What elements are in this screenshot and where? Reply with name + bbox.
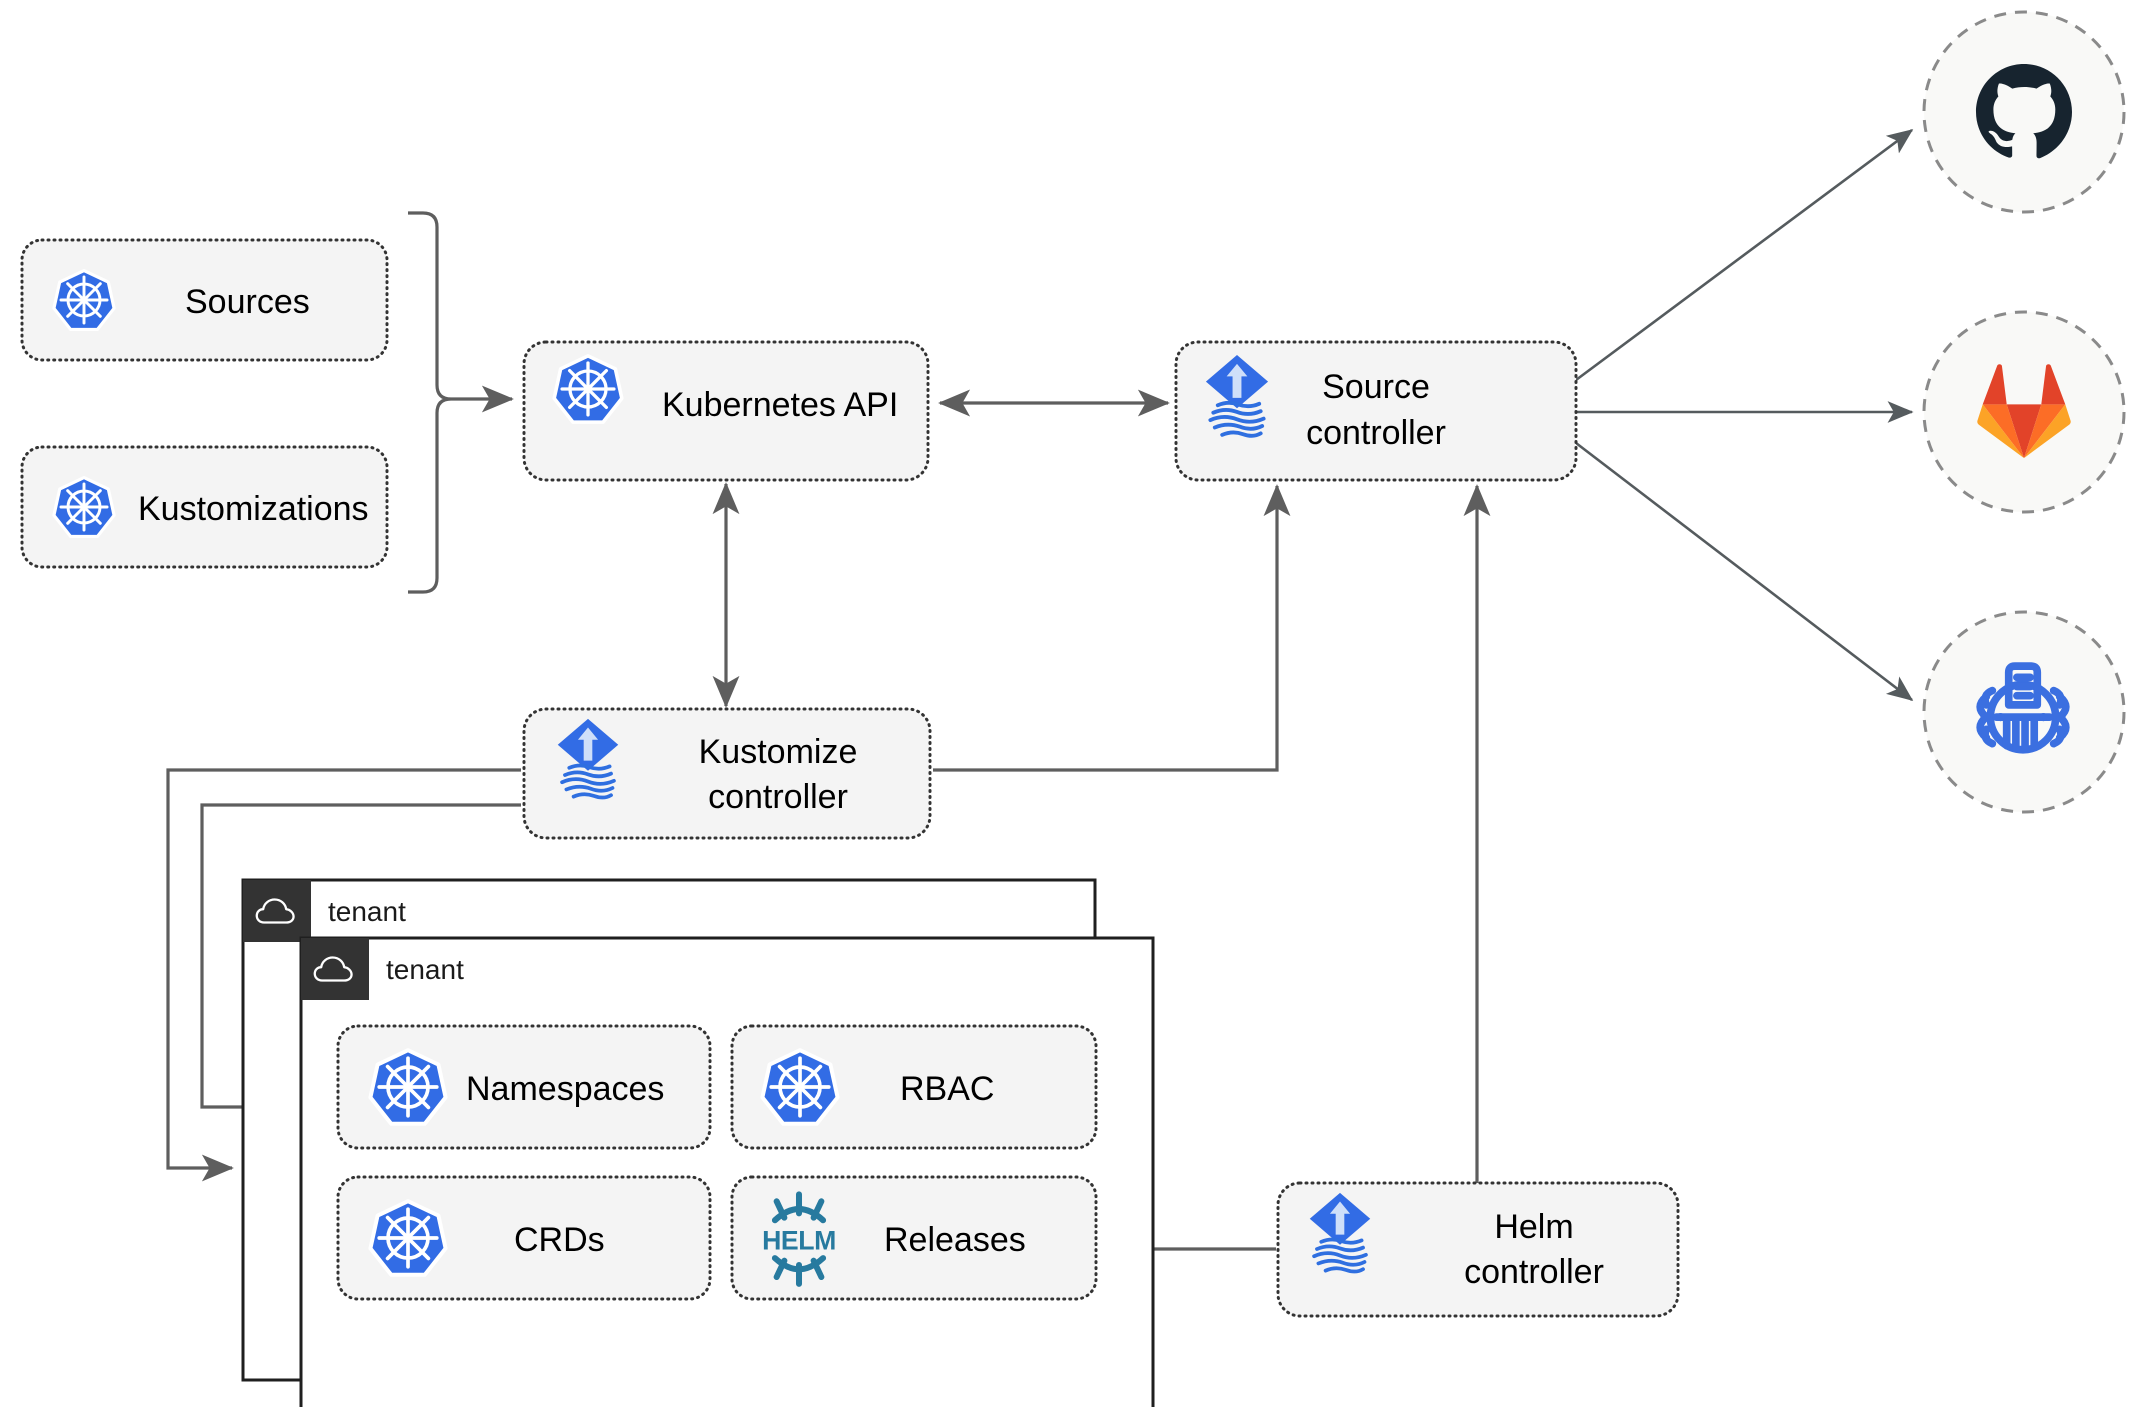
- rbac-label: RBAC: [900, 1070, 994, 1108]
- edge-source-controller-to-github: [1575, 128, 1914, 382]
- tenant-label-back: tenant: [328, 896, 406, 927]
- edge-kustomize-controller-to-tenant-back: [166, 768, 521, 1182]
- node-releases[interactable]: Releases: [730, 1175, 1098, 1301]
- tenant-label-front: tenant: [386, 954, 464, 985]
- kubernetes-api-label: Kubernetes API: [662, 386, 898, 424]
- node-kubernetes-api[interactable]: Kubernetes API: [522, 340, 930, 482]
- source-controller-label-line2: controller: [1306, 414, 1446, 452]
- node-sources[interactable]: Sources: [20, 238, 389, 362]
- resources-group-brace: [408, 211, 452, 594]
- tenant-container-front[interactable]: tenant: [299, 936, 1155, 1407]
- node-helm-controller[interactable]: Helm controller: [1276, 1181, 1680, 1318]
- node-kustomizations[interactable]: Kustomizations: [20, 445, 389, 569]
- edge-source-controller-to-helm-repository: [1575, 441, 1914, 702]
- helm-controller-label-line1: Helm: [1494, 1208, 1573, 1246]
- node-source-controller[interactable]: Source controller: [1174, 340, 1578, 482]
- node-kustomize-controller[interactable]: Kustomize controller: [522, 707, 932, 840]
- external-source-helm-repository[interactable]: [1922, 610, 2126, 814]
- source-controller-label-line1: Source: [1322, 368, 1430, 406]
- releases-label: Releases: [884, 1221, 1026, 1259]
- helm-controller-label-line2: controller: [1464, 1253, 1604, 1291]
- namespaces-label: Namespaces: [466, 1070, 664, 1108]
- node-rbac[interactable]: RBAC: [730, 1024, 1098, 1150]
- node-namespaces[interactable]: Namespaces: [336, 1024, 712, 1150]
- node-crds[interactable]: CRDs: [336, 1175, 712, 1301]
- sources-label: Sources: [185, 283, 310, 321]
- kubernetes-icon: [370, 1201, 445, 1275]
- kustomizations-label: Kustomizations: [138, 490, 369, 528]
- kustomize-controller-label-line2: controller: [708, 778, 848, 816]
- kustomize-controller-label-line1: Kustomize: [699, 733, 858, 771]
- edge-kustomize-controller-to-source-controller: [933, 484, 1291, 772]
- kubernetes-icon: [52, 268, 116, 332]
- kubernetes-icon: [52, 475, 116, 539]
- kubernetes-icon: [552, 354, 624, 424]
- kubernetes-icon: [370, 1050, 445, 1124]
- external-source-gitlab[interactable]: [1922, 310, 2126, 514]
- external-source-github[interactable]: [1922, 10, 2126, 214]
- kubernetes-icon: [762, 1050, 837, 1124]
- crds-label: CRDs: [514, 1221, 605, 1259]
